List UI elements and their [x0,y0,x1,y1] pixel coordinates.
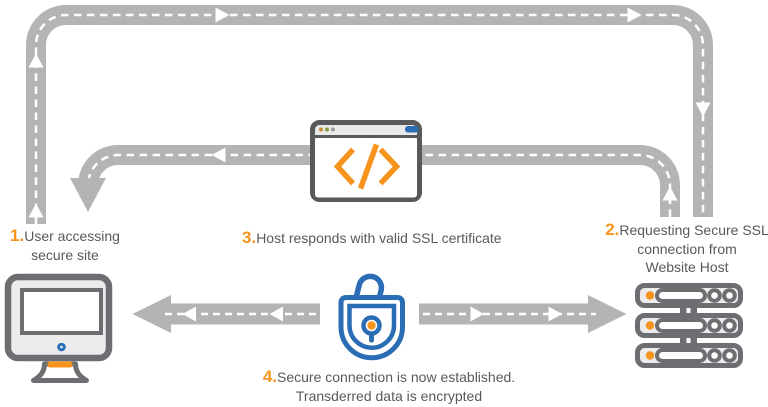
down-arrow-icon [695,102,711,117]
step-text-line: connection from [637,240,737,257]
step-text-line: User accessing [24,228,120,244]
left-arrow-icon [182,306,196,322]
arrow-established-to-user [132,295,320,333]
step-1-label: 1.User accessing secure site [0,226,130,264]
step-4-label: 4.Secure connection is now established. … [240,367,538,405]
step-text-line: secure site [31,246,99,263]
browser-code-icon [310,120,422,202]
step-number: 3. [242,228,257,247]
window-dot-icon [325,127,329,132]
monitor-screen [20,288,103,335]
step-number: 4. [262,367,278,386]
step-line: 2.Requesting Secure SSL [601,220,768,240]
step-text-line: Host responds with valid SSL certificate [256,230,502,246]
monitor-stand-accent [47,361,73,368]
road-response-path [70,145,680,217]
window-pill [405,126,419,133]
arrow-established-to-host [419,295,627,333]
step-text-line: Requesting Secure SSL [619,222,768,238]
step-text-line: Transderred data is encrypted [295,387,483,404]
road-request-path [26,4,713,224]
right-arrow-icon [470,306,484,322]
step-text-line: Secure connection is now established. [277,369,516,385]
left-arrow-icon [269,306,283,322]
right-arrow-icon [548,306,562,322]
up-arrow-icon [28,53,44,68]
step-3-label: 3.Host responds with valid SSL certifica… [242,228,502,248]
left-arrow-icon [211,147,226,163]
step-2-label: 2.Requesting Secure SSL connection from … [601,220,768,277]
window-dot-icon [319,127,323,132]
step-line: 1.User accessing [0,226,130,246]
computer-monitor-icon [4,273,113,383]
server-stack-icon [635,283,743,368]
right-arrow-icon [627,7,642,23]
big-down-arrowhead-icon [70,178,106,212]
step-number: 2. [605,220,620,239]
window-dot-icon [331,127,335,132]
step-text-line: Website Host [645,259,729,275]
step-number: 1. [10,226,25,245]
code-glyph-icon [333,143,401,190]
up-arrow-icon [28,203,44,218]
padlock-icon [338,273,405,361]
up-arrow-icon [662,186,678,201]
right-arrow-icon [215,7,230,23]
step-line: 4.Secure connection is now established. [240,367,538,387]
